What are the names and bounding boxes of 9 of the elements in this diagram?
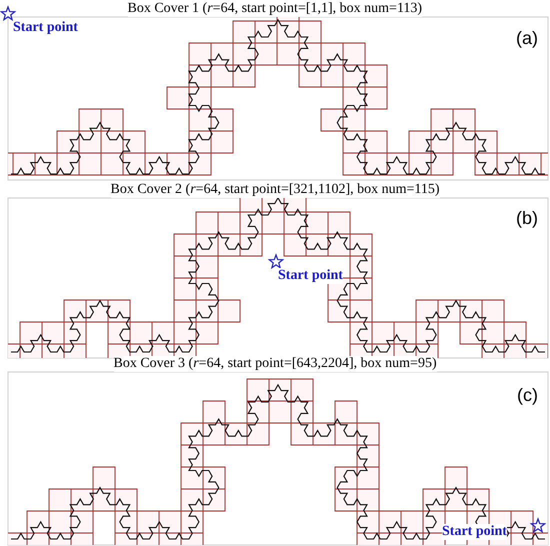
panel-tag: (a) — [516, 28, 538, 49]
start-point-label: Start point — [13, 20, 78, 36]
panel-title: Box Cover 1 (r=64, start point=[1,1], box num=113) — [128, 1, 422, 17]
panel-tag: (c) — [517, 385, 538, 406]
panel-tag: (b) — [516, 208, 538, 229]
start-point-label: Start point — [278, 268, 343, 284]
panel-title: Box Cover 3 (r=64, start point=[643,2204], box num=95) — [114, 356, 437, 372]
panel-title: Box Cover 2 (r=64, start point=[321,1102], box num=115) — [110, 182, 440, 198]
start-point-label: Start point — [442, 524, 507, 540]
